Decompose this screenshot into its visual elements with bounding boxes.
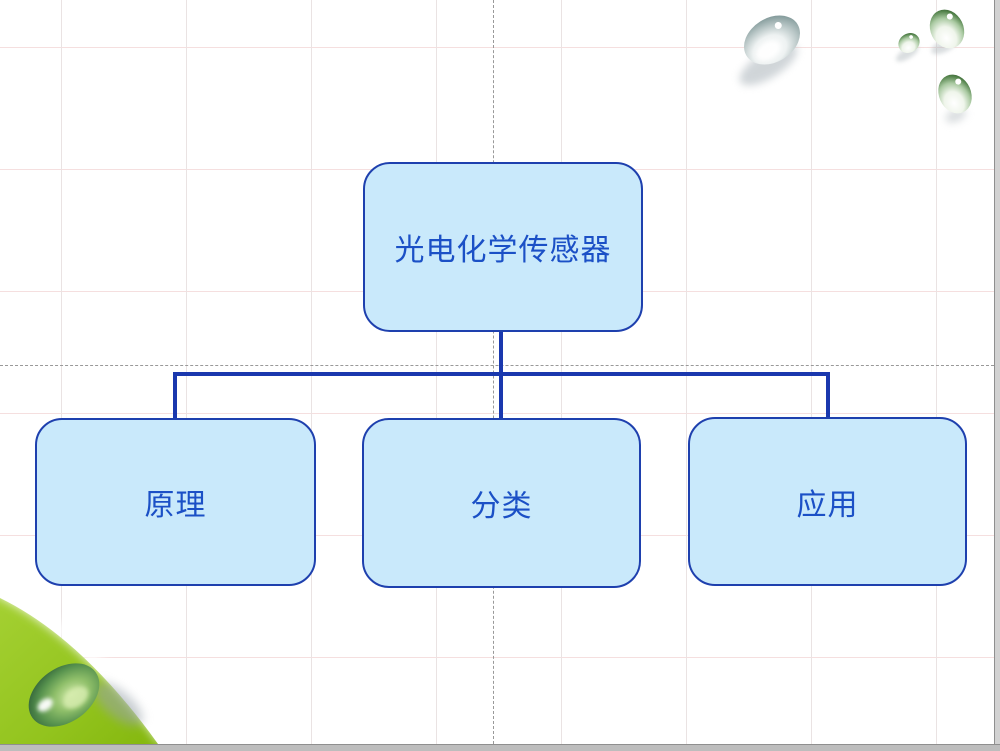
water-droplet-green-medium-icon bbox=[929, 9, 965, 55]
water-droplet-green-small-icon bbox=[895, 33, 920, 62]
water-droplet-gray-icon bbox=[739, 15, 800, 86]
node-principle[interactable]: 原理 bbox=[35, 418, 316, 586]
node-application[interactable]: 应用 bbox=[688, 417, 967, 586]
node-classification[interactable]: 分类 bbox=[362, 418, 641, 588]
leaf-corner-wedge-icon bbox=[0, 598, 158, 744]
node-principle-label: 原理 bbox=[144, 488, 207, 523]
horizontal-guide-line bbox=[0, 365, 994, 366]
node-classification-label: 分类 bbox=[470, 489, 533, 524]
slide-edge-shadow-right bbox=[994, 0, 1000, 750]
connector-drop-right bbox=[826, 372, 830, 418]
connector-horizontal-rail bbox=[173, 372, 830, 376]
water-droplets-cluster-icon bbox=[739, 9, 972, 123]
water-droplet-green-lower-icon bbox=[938, 74, 972, 123]
slide-edge-shadow-bottom bbox=[0, 744, 1000, 751]
leaf-corner-decoration bbox=[0, 588, 169, 744]
node-root-label: 光电化学传感器 bbox=[394, 233, 612, 268]
node-root[interactable]: 光电化学传感器 bbox=[363, 162, 643, 332]
water-droplet-green-large-icon bbox=[28, 663, 100, 727]
connector-drop-left bbox=[173, 372, 177, 418]
node-application-label: 应用 bbox=[796, 487, 859, 523]
